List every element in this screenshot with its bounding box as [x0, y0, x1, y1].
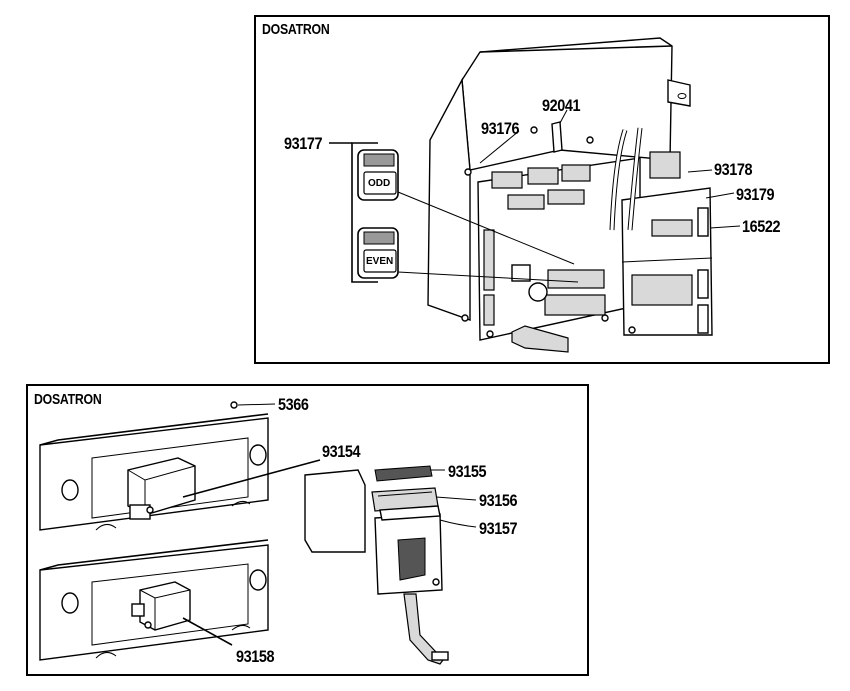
- part-label-93154: 93154: [322, 442, 361, 461]
- chip-assembly: [304, 465, 449, 665]
- top-brand-label: DOSATRON: [262, 21, 330, 38]
- part-label-93158: 93158: [236, 647, 275, 666]
- part-label-93179: 93179: [736, 185, 775, 204]
- bottom-leader-lines: [182, 401, 477, 646]
- part-label-5366: 5366: [278, 395, 309, 414]
- part-label-93177: 93177: [284, 134, 323, 153]
- part-label-16522: 16522: [742, 217, 781, 236]
- chip-bracket: [329, 142, 378, 283]
- odd-chip-label: ODD: [368, 178, 391, 189]
- part-label-93155: 93155: [448, 462, 487, 481]
- lower-mounting-plate: [39, 539, 269, 661]
- controller-housing: [427, 37, 713, 353]
- odd-chip: ODD: [356, 148, 404, 203]
- part-label-92041: 92041: [542, 96, 581, 115]
- bottom-brand-label: DOSATRON: [34, 391, 102, 408]
- even-chip-label: EVEN: [366, 256, 394, 267]
- top-leader-lines: [397, 109, 741, 283]
- even-chip-icon: [357, 227, 399, 279]
- part-label-93156: 93156: [479, 491, 518, 510]
- part-label-93178: 93178: [714, 160, 753, 179]
- upper-mounting-plate: [39, 413, 269, 531]
- part-label-93157: 93157: [479, 519, 518, 538]
- even-chip: EVEN: [356, 226, 404, 281]
- odd-chip-icon: [357, 149, 399, 201]
- part-label-93176: 93176: [481, 119, 520, 138]
